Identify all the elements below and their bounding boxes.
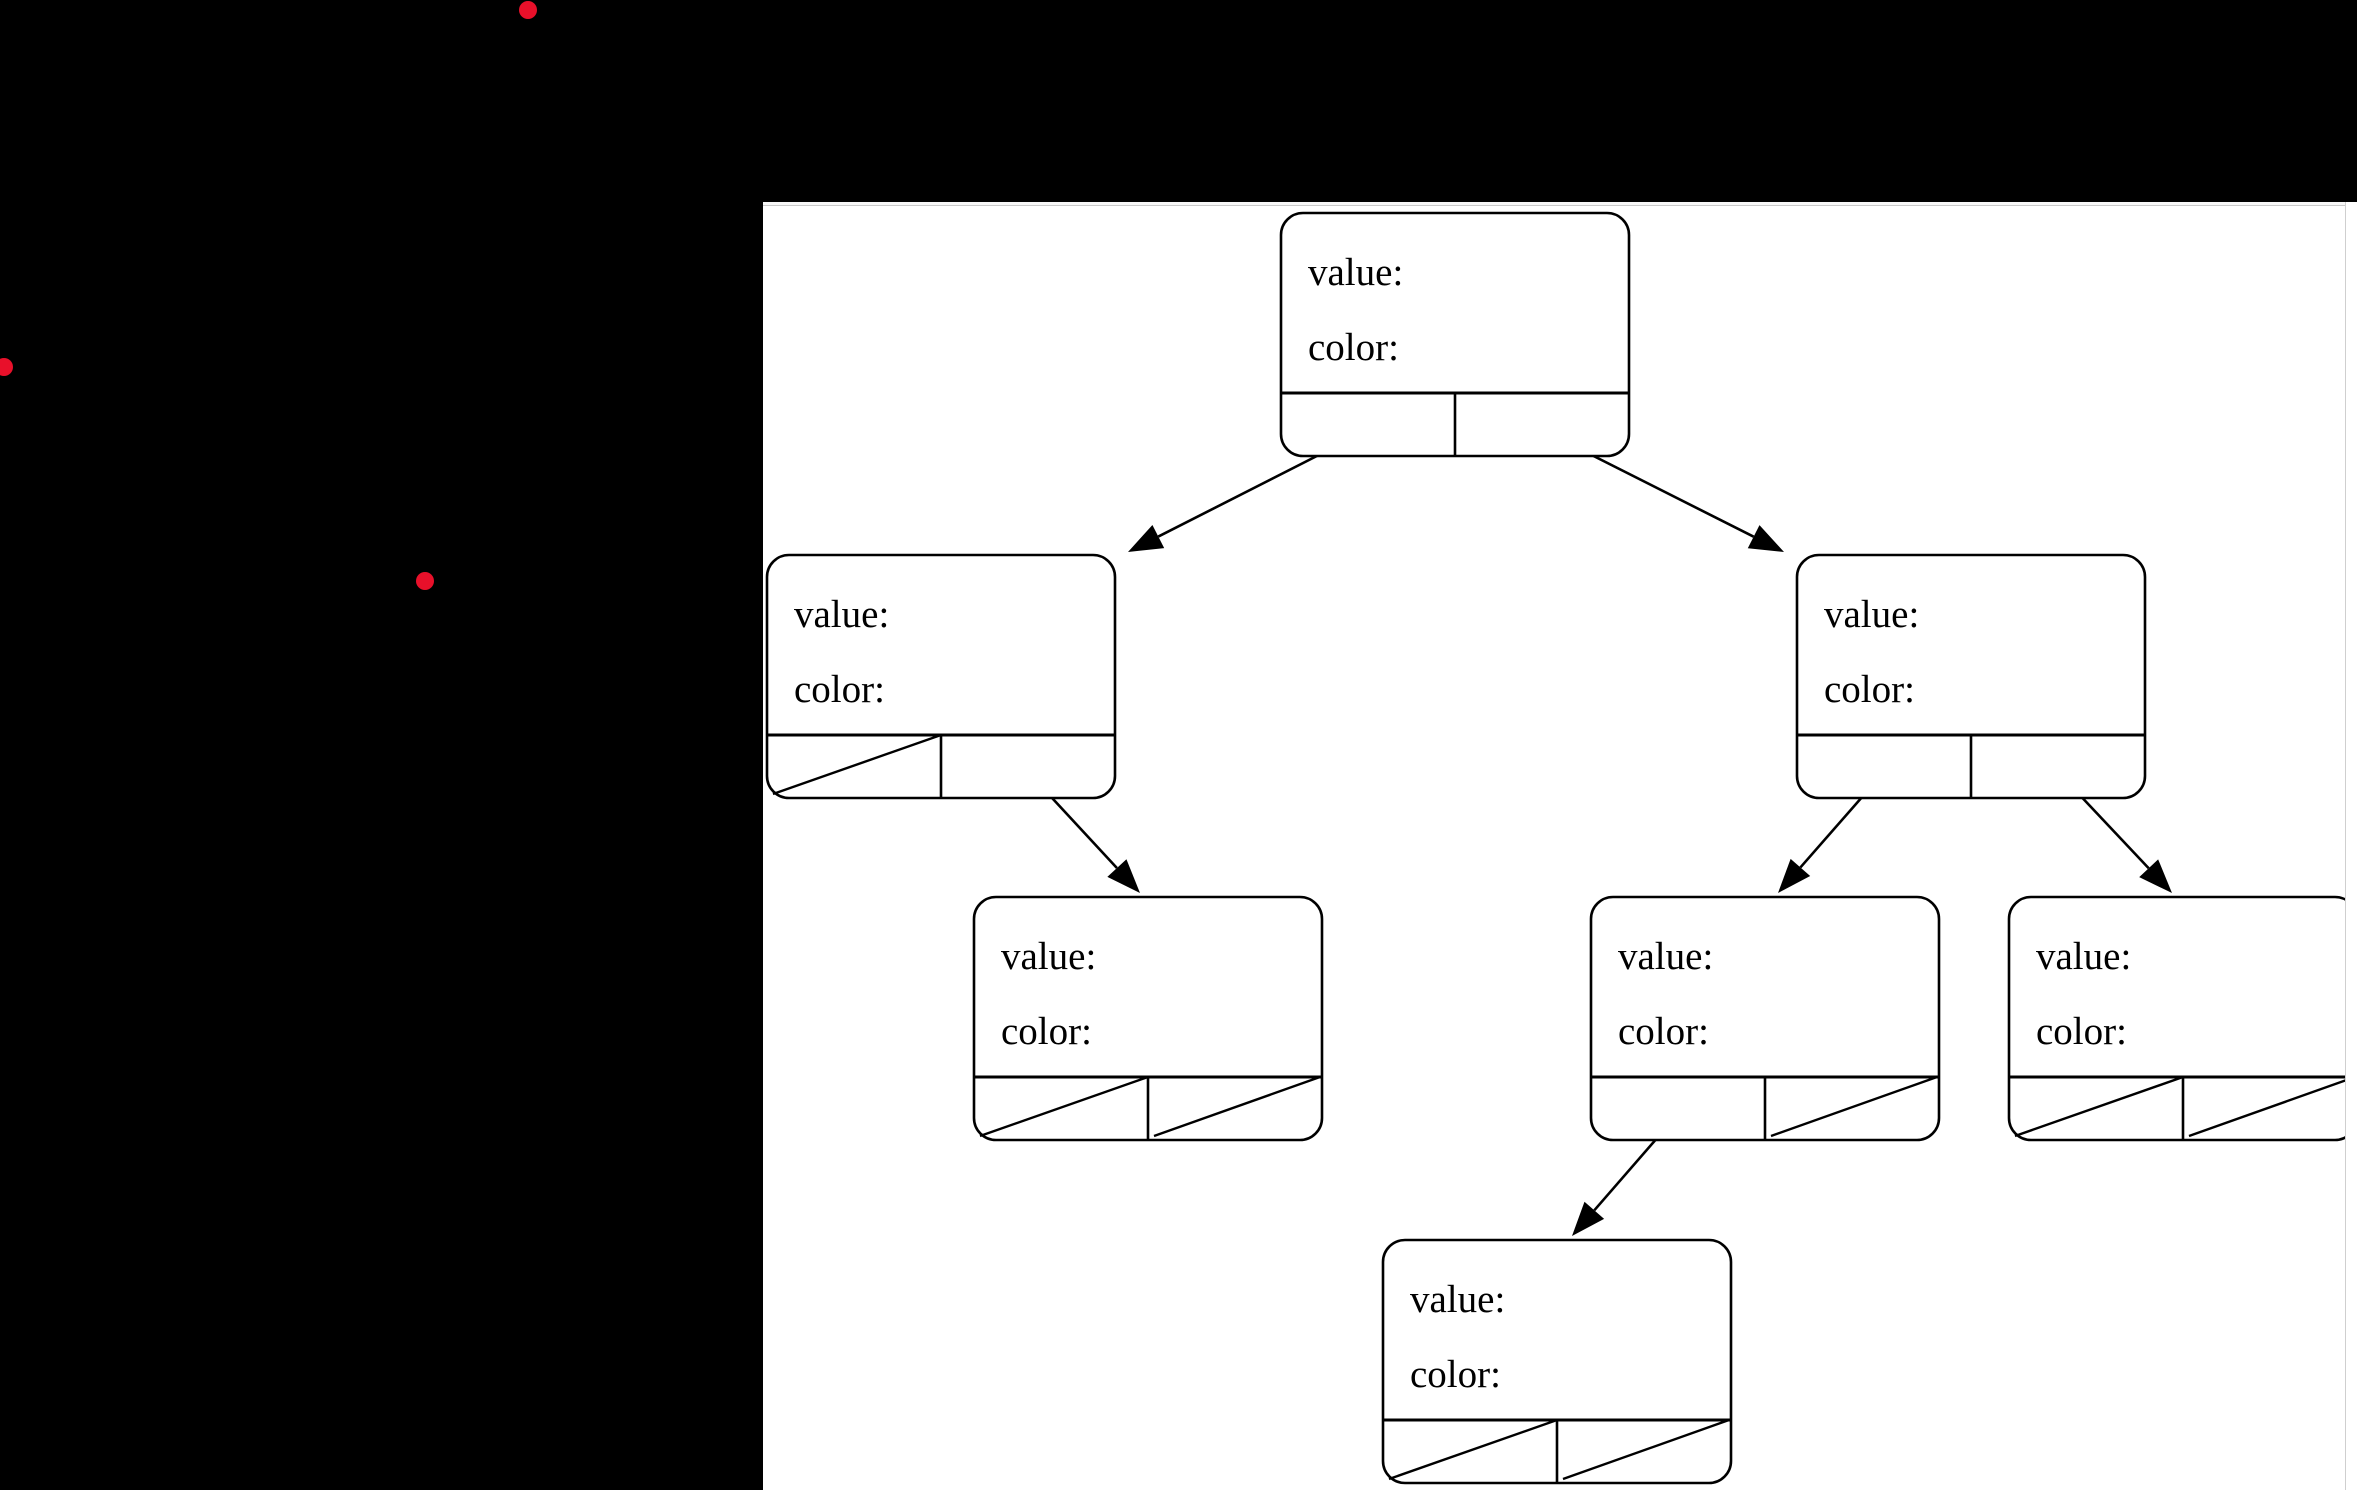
tree-node-right-left-right-null-slash [1770,1075,1938,1138]
binary-tree-diagram: value:color:value:color:value:color:valu… [765,211,2357,1485]
tree-node-right-left-value-label: value: [1618,935,1713,978]
tree-node-deep-right-null-slash [1562,1418,1730,1481]
tree-node-right-color-label: color: [1824,668,1915,711]
marker-dot-top [519,1,537,19]
tree-node-deep-left-null-slash [1388,1418,1558,1481]
tree-node-right-right-right-null-slash [2188,1075,2356,1138]
tree-node-root-color-label: color: [1308,326,1399,369]
panel-top-border [763,202,2357,206]
tree-node-deep[interactable]: value: color: [1381,1238,1733,1485]
edge-left-right-arrowhead [1107,859,1140,893]
tree-node-right-value-label: value: [1824,593,1919,636]
vertical-scrollbar[interactable] [2345,202,2357,1490]
edge-root-left-arrowhead [1128,525,1165,552]
tree-node-deep-value-label: value: [1410,1278,1505,1321]
tree-node-left-left-null-slash [772,733,942,796]
tree-node-right-right-left-null-slash [2014,1075,2184,1138]
tree-node-left-right-color-label: color: [1001,1010,1092,1053]
tree-node-left-value-label: value: [794,593,889,636]
tree-node-left-right-left-null-slash [979,1075,1149,1138]
diagram-canvas-panel[interactable]: value:color:value:color:value:color:valu… [763,202,2357,1490]
tree-node-right-right[interactable]: value: color: [2007,895,2357,1142]
tree-node-root-value-label: value: [1308,251,1403,294]
tree-node-right-left[interactable]: value: color: [1589,895,1941,1142]
edge-right-right-arrowhead [2139,859,2172,893]
tree-node-left-right-value-label: value: [1001,935,1096,978]
edge-root-right-arrowhead [1747,525,1784,552]
tree-node-left[interactable]: value: color: [765,553,1117,800]
tree-node-right[interactable]: value: color: [1795,553,2147,800]
tree-node-left-color-label: color: [794,668,885,711]
edge-rightleft-left-arrowhead [1572,1201,1605,1236]
tree-node-left-right[interactable]: value: color: [972,895,1324,1142]
edge-right-left-arrowhead [1778,858,1811,893]
marker-dot-middle [416,572,434,590]
marker-dot-left [0,358,13,376]
tree-node-right-left-color-label: color: [1618,1010,1709,1053]
tree-node-right-right-color-label: color: [2036,1010,2127,1053]
tree-node-deep-color-label: color: [1410,1353,1501,1396]
tree-node-right-right-value-label: value: [2036,935,2131,978]
tree-nodes: value:color:value:color:value:color:valu… [765,211,2357,1485]
tree-node-root[interactable]: value: color: [1279,211,1631,458]
tree-node-left-right-right-null-slash [1153,1075,1321,1138]
